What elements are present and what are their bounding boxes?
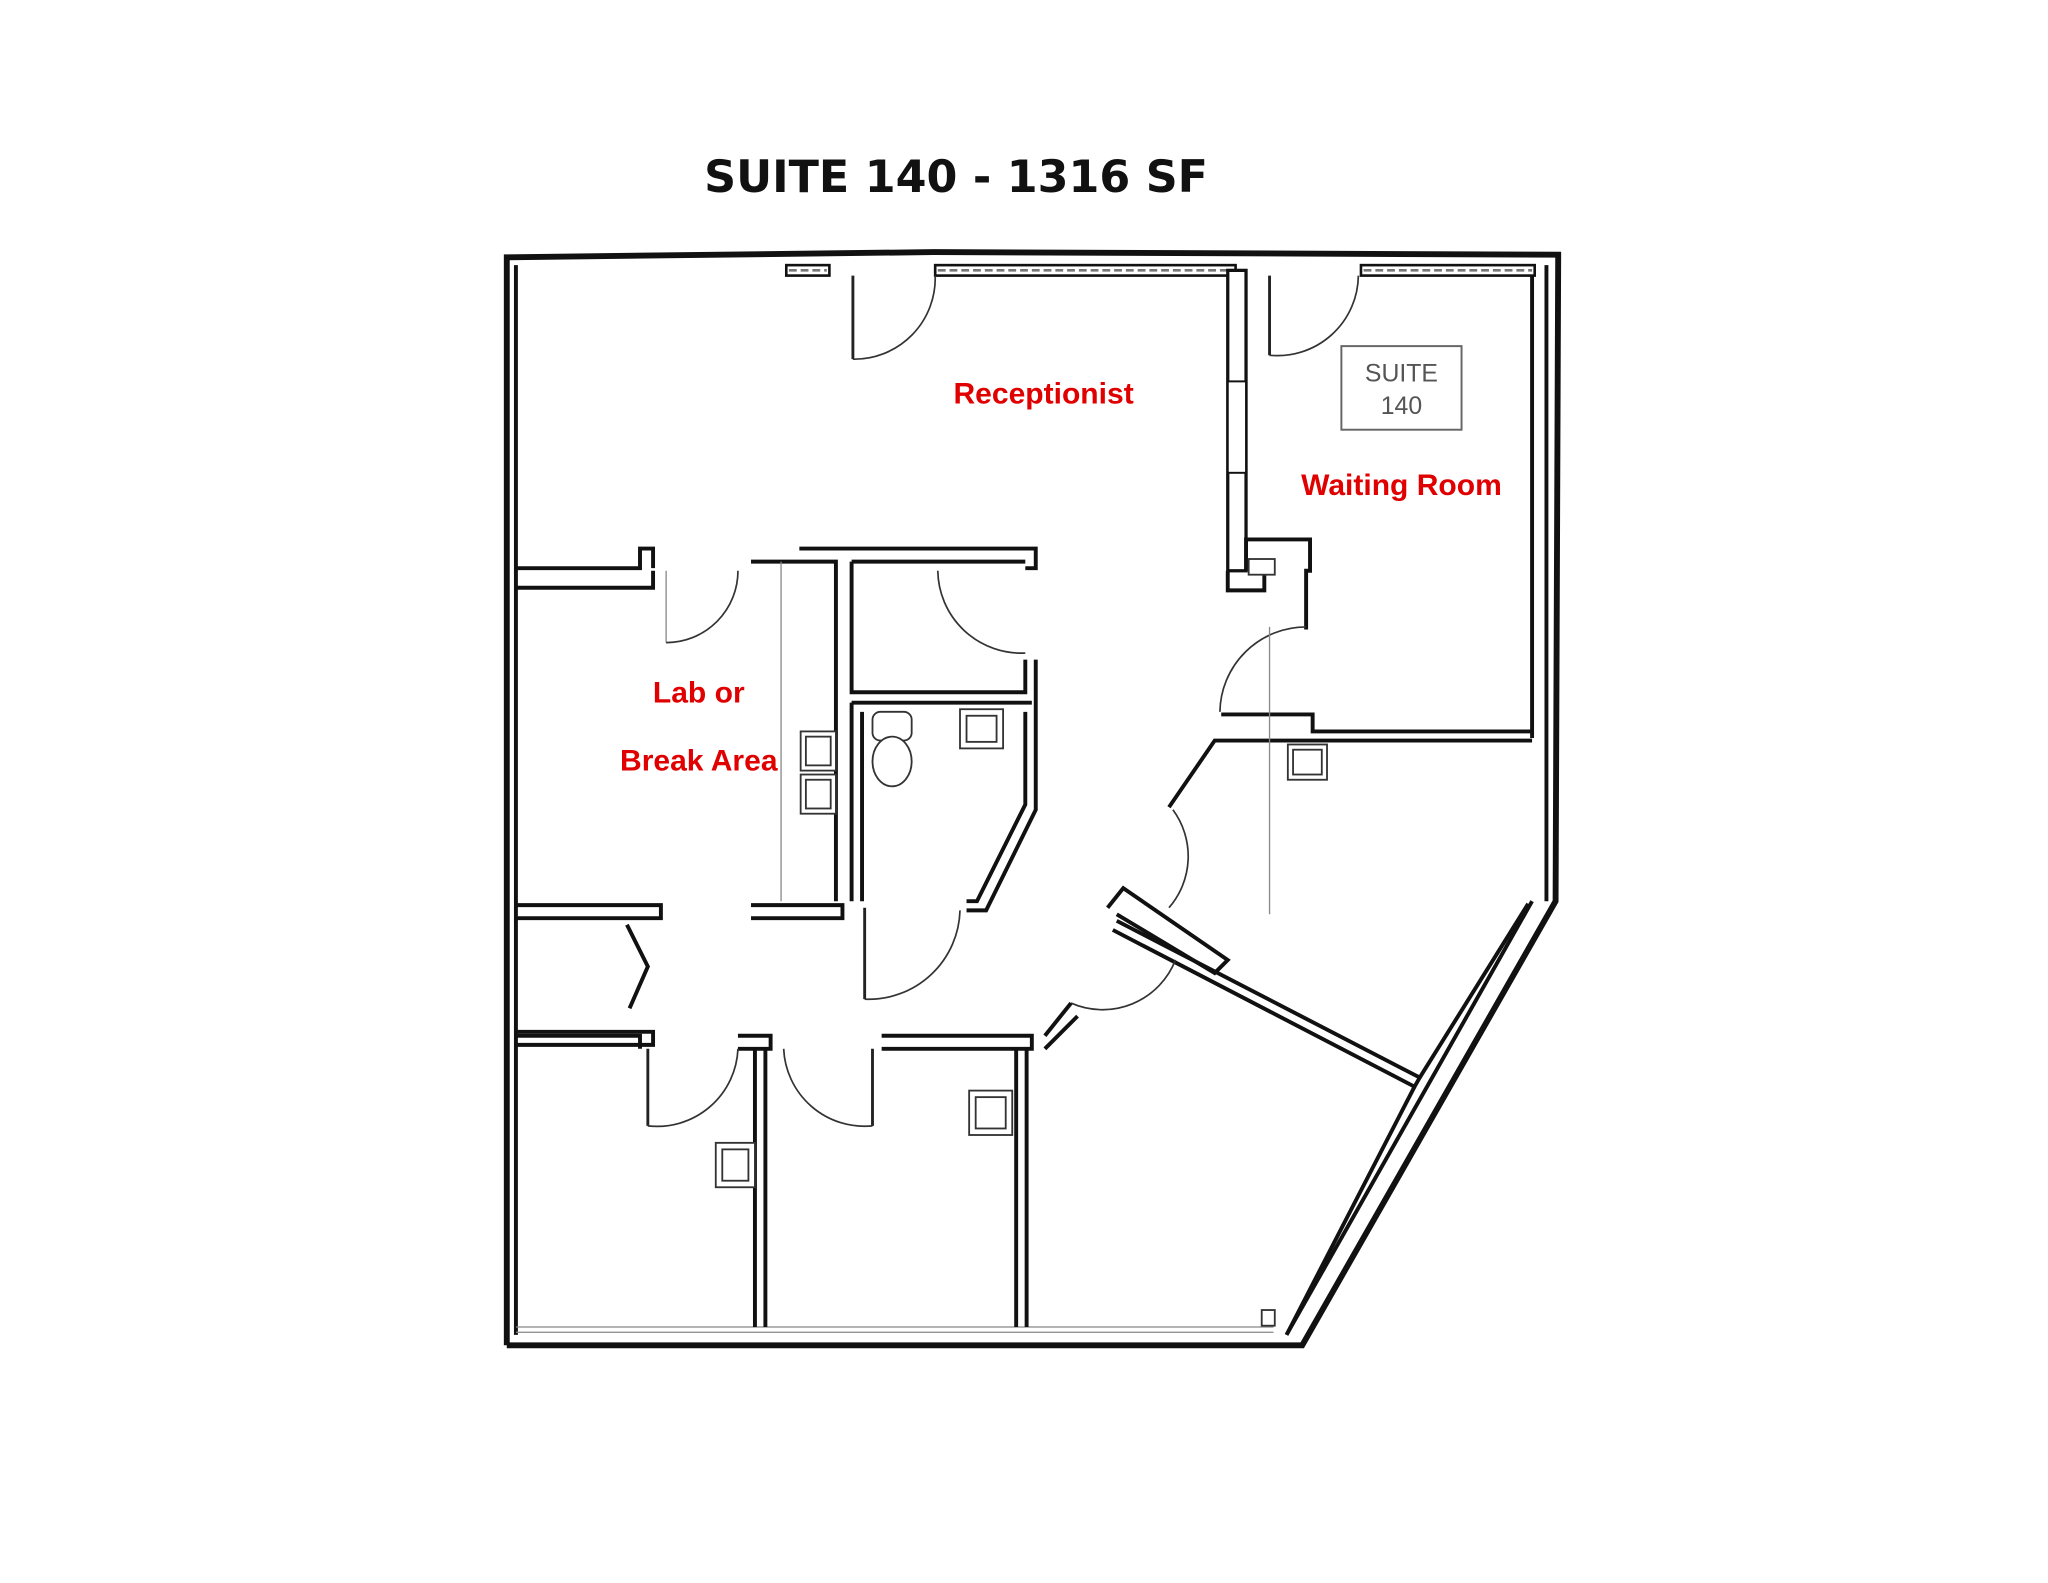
restroom (849, 659, 1038, 1001)
wall-reception-waiting (1225, 268, 1312, 630)
plan-title: SUITE 140 - 1316 SF (704, 152, 1208, 203)
room-label-waiting-room: Waiting Room (1301, 469, 1502, 502)
door-waiting-entry (1268, 275, 1360, 357)
door-corner-office (1070, 809, 1423, 1090)
bottom-offices (515, 1001, 1079, 1328)
exterior-walls (503, 249, 1562, 1349)
wall-right-office (1284, 743, 1530, 1336)
lab-sinks (799, 730, 837, 815)
suite-sign: SUITE 140 (1340, 345, 1463, 431)
wall-waiting-bottom (1167, 626, 1533, 915)
room-label-lab-line2: Break Area (620, 745, 778, 778)
wall-lab-bottom (515, 903, 845, 1047)
room-label-receptionist: Receptionist (953, 378, 1133, 411)
wall-lab-top (515, 546, 838, 902)
top-storefront (784, 263, 1536, 277)
room-label-lab-line1: Lab or (653, 677, 745, 710)
door-receptionist-entry (851, 275, 937, 361)
wall-restroom-top (799, 546, 1038, 695)
svg-text:SUITE: SUITE (1365, 360, 1438, 387)
svg-text:140: 140 (1381, 393, 1422, 420)
